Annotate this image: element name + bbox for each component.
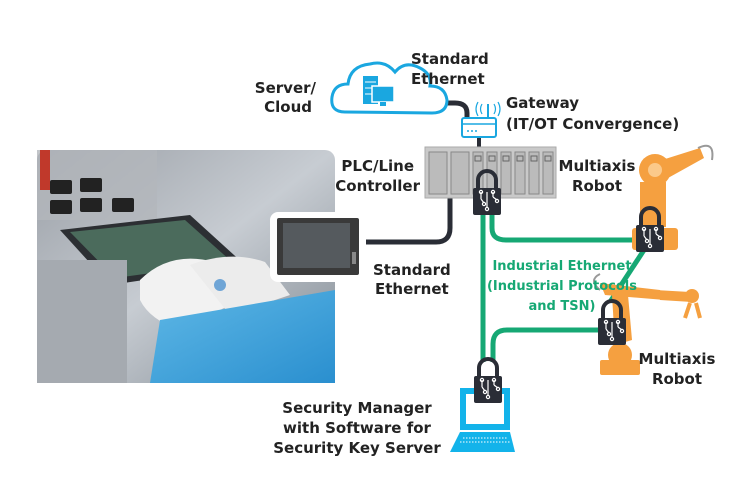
hmi-panel-icon: [270, 212, 365, 282]
plc-controller-icon: [424, 146, 557, 199]
operator-photo: [37, 150, 335, 383]
standard-ethernet-cable-bottom: [366, 198, 453, 245]
industrial-ethernet-label: Industrial Ethernet(Industrial Protocols…: [487, 259, 637, 314]
security-manager-lock-icon: [472, 357, 504, 405]
gateway-router-icon: [461, 101, 501, 138]
cloud-server-icon: [330, 61, 449, 115]
gateway-label: Gateway(IT/OT Convergence): [506, 94, 679, 133]
standard-ethernet-cable-top: [418, 100, 470, 118]
industrial-ethernet-lines: [480, 212, 647, 362]
robot-bottom-lock-icon: [596, 299, 628, 347]
server-cloud-label: Server/Cloud: [255, 79, 317, 116]
